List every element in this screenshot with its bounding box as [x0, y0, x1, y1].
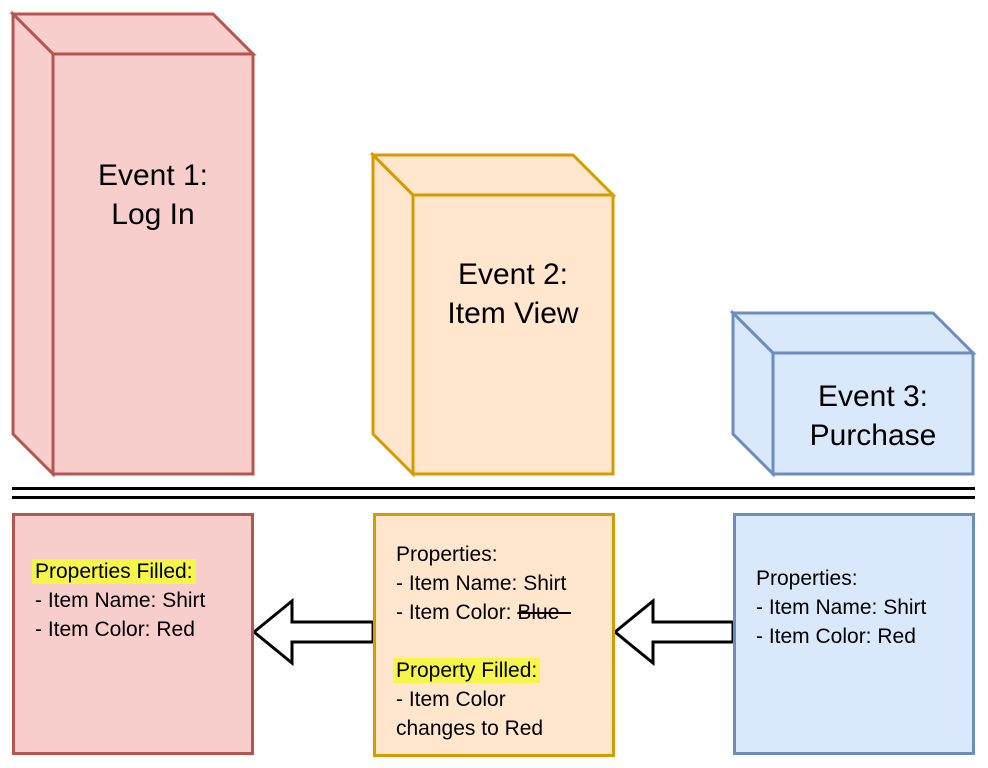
- event3-label-line1: Event 3:: [817, 380, 929, 413]
- highlighted-text: Property Filled:: [393, 658, 541, 683]
- event3-label-line2: Purchase: [809, 419, 937, 452]
- event3-properties-heading: Properties:: [756, 567, 858, 590]
- event2-label: Event 2: Item View: [413, 255, 613, 333]
- event1-label: Event 1: Log In: [53, 156, 253, 234]
- event2-3d-box: [369, 151, 617, 478]
- event3-item-name: - Item Name: Shirt: [756, 596, 927, 619]
- event2-item-name: - Item Name: Shirt: [396, 572, 567, 595]
- event2-box-side-face: [371, 151, 415, 478]
- event3-item-color: - Item Color: Red: [756, 625, 916, 648]
- blank-line: [396, 627, 606, 656]
- event3-box-front-face: [771, 351, 975, 476]
- item-color-prefix: - Item Color:: [396, 601, 518, 624]
- event1-properties-box: Properties Filled: - Item Name: Shirt - …: [12, 513, 254, 755]
- struck-out-value: Blue: [517, 601, 560, 624]
- event3-label: Event 3: Purchase: [773, 377, 973, 455]
- event1-label-line1: Event 1:: [97, 159, 209, 192]
- event2-properties-heading: Properties:: [396, 543, 498, 566]
- event2-label-line1: Event 2:: [457, 258, 569, 291]
- event1-box-front-face: [51, 52, 255, 476]
- event1-box-side-face: [11, 10, 55, 478]
- event1-3d-box: [9, 10, 257, 478]
- event2-filled-line2: changes to Red: [396, 717, 544, 740]
- event3-3d-box: [729, 309, 977, 478]
- event2-box-front-face: [411, 193, 615, 476]
- highlighted-text: Properties Filled:: [32, 559, 196, 584]
- event3-properties-box: Properties: - Item Name: Shirt - Item Co…: [733, 513, 975, 755]
- arrow-purchase-to-itemview-icon: [612, 597, 735, 667]
- event2-filled-line1: - Item Color: [396, 688, 506, 711]
- event1-item-name: - Item Name: Shirt: [35, 589, 206, 612]
- event2-label-line2: Item View: [447, 297, 579, 330]
- event1-label-line2: Log In: [111, 198, 195, 231]
- event2-properties-box: Properties: - Item Name: Shirt - Item Co…: [373, 513, 615, 757]
- event2-property-filled-heading: Property Filled:: [393, 656, 606, 685]
- arrow-itemview-to-login-icon: [251, 597, 375, 667]
- event1-properties-heading: Properties Filled:: [32, 557, 245, 586]
- event2-item-color: - Item Color: Blue: [396, 598, 606, 627]
- event1-item-color: - Item Color: Red: [35, 618, 195, 641]
